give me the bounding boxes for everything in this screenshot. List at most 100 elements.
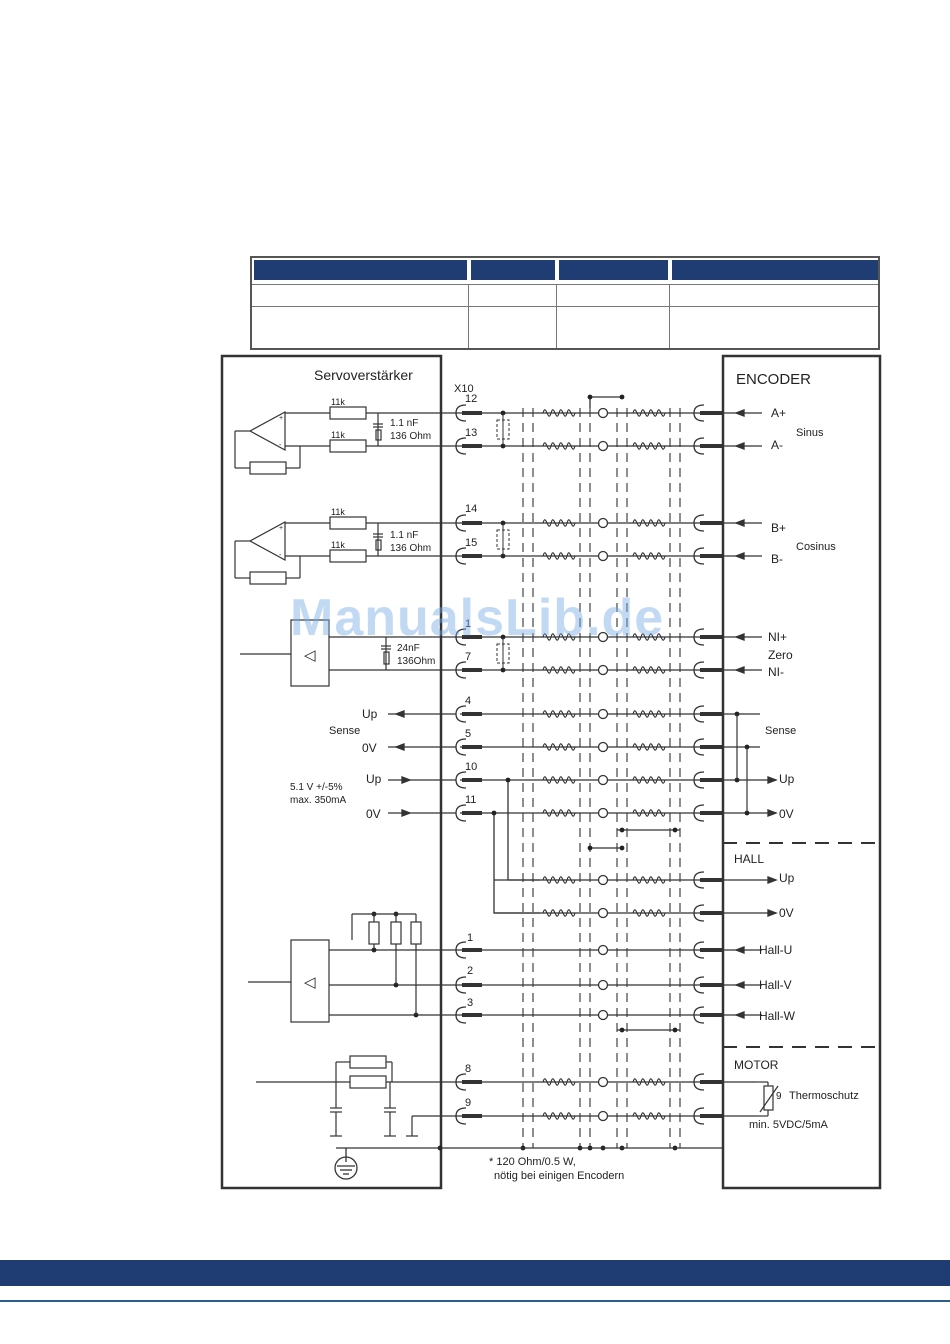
twisted-coil: [542, 876, 576, 884]
socket-arc: [455, 941, 467, 959]
socket-arc: [455, 437, 467, 455]
signal-label: A+: [771, 406, 786, 420]
motor-title: MOTOR: [734, 1058, 779, 1072]
arrow-head: [394, 743, 405, 751]
terminal-node: [597, 774, 609, 786]
pin-label: 2: [467, 965, 473, 977]
signal-wires: [329, 396, 778, 1125]
socket-arc: [693, 804, 705, 822]
twisted-coil: [632, 409, 666, 417]
signal-label: NI-: [768, 665, 784, 679]
motor-input-network: [256, 1055, 460, 1137]
twisted-pairs: [542, 409, 666, 1120]
junction-dot: [619, 394, 625, 400]
header-cell: [672, 260, 878, 280]
arrow-head: [734, 552, 745, 560]
socket-arc: [693, 1107, 705, 1125]
pin-label: 1: [465, 618, 471, 630]
res-label: 136Ohm: [397, 656, 435, 667]
zero-comparator: [240, 619, 460, 687]
terminal-node: [597, 907, 609, 919]
arrow-head: [767, 876, 778, 884]
socket-arc: [693, 1006, 705, 1024]
sense-links: [736, 714, 748, 813]
cable-shields: [522, 408, 681, 1148]
pin-label: 10: [465, 761, 477, 773]
twisted-coil: [542, 633, 576, 641]
table-cell: [252, 284, 469, 306]
socket-arc: [693, 705, 705, 723]
socket-arc: [693, 404, 705, 422]
socket-arc: [693, 628, 705, 646]
opamp-cosinus-icon: + -: [234, 516, 367, 585]
spec-table: [250, 256, 880, 350]
terminal-node: [597, 517, 609, 529]
hall-0v-label: 0V: [779, 906, 794, 920]
arrow-head: [734, 519, 745, 527]
res-label: 136 Ohm: [390, 431, 431, 442]
comparator-symbol: ◁: [304, 647, 316, 664]
footer-bar: [0, 1260, 950, 1286]
signal-label: A-: [771, 438, 783, 452]
hall-w-label: Hall-W: [759, 1009, 796, 1023]
pin-label: 5: [465, 728, 471, 740]
left-0v-label: 0V: [366, 807, 381, 821]
right-0v-label: 0V: [779, 807, 794, 821]
socket-arc: [693, 771, 705, 789]
junction-dot: [672, 1027, 678, 1033]
arrow-head: [734, 946, 745, 954]
terminal-node: [597, 1110, 609, 1122]
junction-dot: [587, 394, 593, 400]
diagram-labels: Servoverstärker ENCODER X10 11k 11k 1.1 …: [290, 367, 859, 1182]
twisted-coil: [542, 1078, 576, 1086]
servo-box: [220, 354, 443, 1190]
ground-icon: [334, 1156, 358, 1180]
svg-text:+: +: [279, 415, 283, 422]
twisted-coil: [542, 809, 576, 817]
footer-line: [0, 1300, 950, 1302]
thermistor-icon: [756, 1081, 779, 1117]
twisted-coil: [542, 409, 576, 417]
header-cell: [559, 260, 668, 280]
terminal-node: [597, 664, 609, 676]
junction-dot: [619, 845, 625, 851]
arrow-head: [401, 809, 412, 817]
pin-label: 3: [467, 997, 473, 1009]
twisted-coil: [542, 552, 576, 560]
hall-up-branch: [507, 780, 540, 881]
junction-dot: [672, 827, 678, 833]
arrow-head: [734, 633, 745, 641]
group-label: Sinus: [796, 427, 824, 439]
socket-arc: [693, 738, 705, 756]
terminal-node: [597, 631, 609, 643]
row-divider: [252, 284, 878, 285]
terminal-nodes: [597, 407, 609, 1122]
table-cell: [469, 306, 557, 348]
row-divider: [252, 306, 878, 307]
connector-label: X10: [454, 383, 474, 395]
socket-arc: [693, 437, 705, 455]
right-up-label: Up: [779, 772, 795, 786]
left-sense-label: Sense: [329, 725, 360, 737]
socket-arc: [693, 904, 705, 922]
hall-title: HALL: [734, 852, 764, 866]
terminal-node: [597, 979, 609, 991]
pin-label: 7: [465, 651, 471, 663]
input-filters: [373, 413, 391, 670]
header-cell: [254, 260, 467, 280]
junction-dot: [619, 1027, 625, 1033]
terminal-node: [597, 407, 609, 419]
twisted-coil: [632, 909, 666, 917]
table-cell: [252, 306, 469, 348]
socket-arc: [693, 661, 705, 679]
supply-label: 5.1 V +/-5%: [290, 782, 343, 793]
resistor-label: 11k: [331, 507, 345, 517]
signal-label: B-: [771, 552, 783, 566]
arrow-head: [767, 909, 778, 917]
terminal-node: [597, 944, 609, 956]
socket-arc: [693, 871, 705, 889]
terminal-node: [597, 874, 609, 886]
table-cell: [557, 284, 670, 306]
table-cell: [469, 284, 557, 306]
res-label: 136 Ohm: [390, 543, 431, 554]
